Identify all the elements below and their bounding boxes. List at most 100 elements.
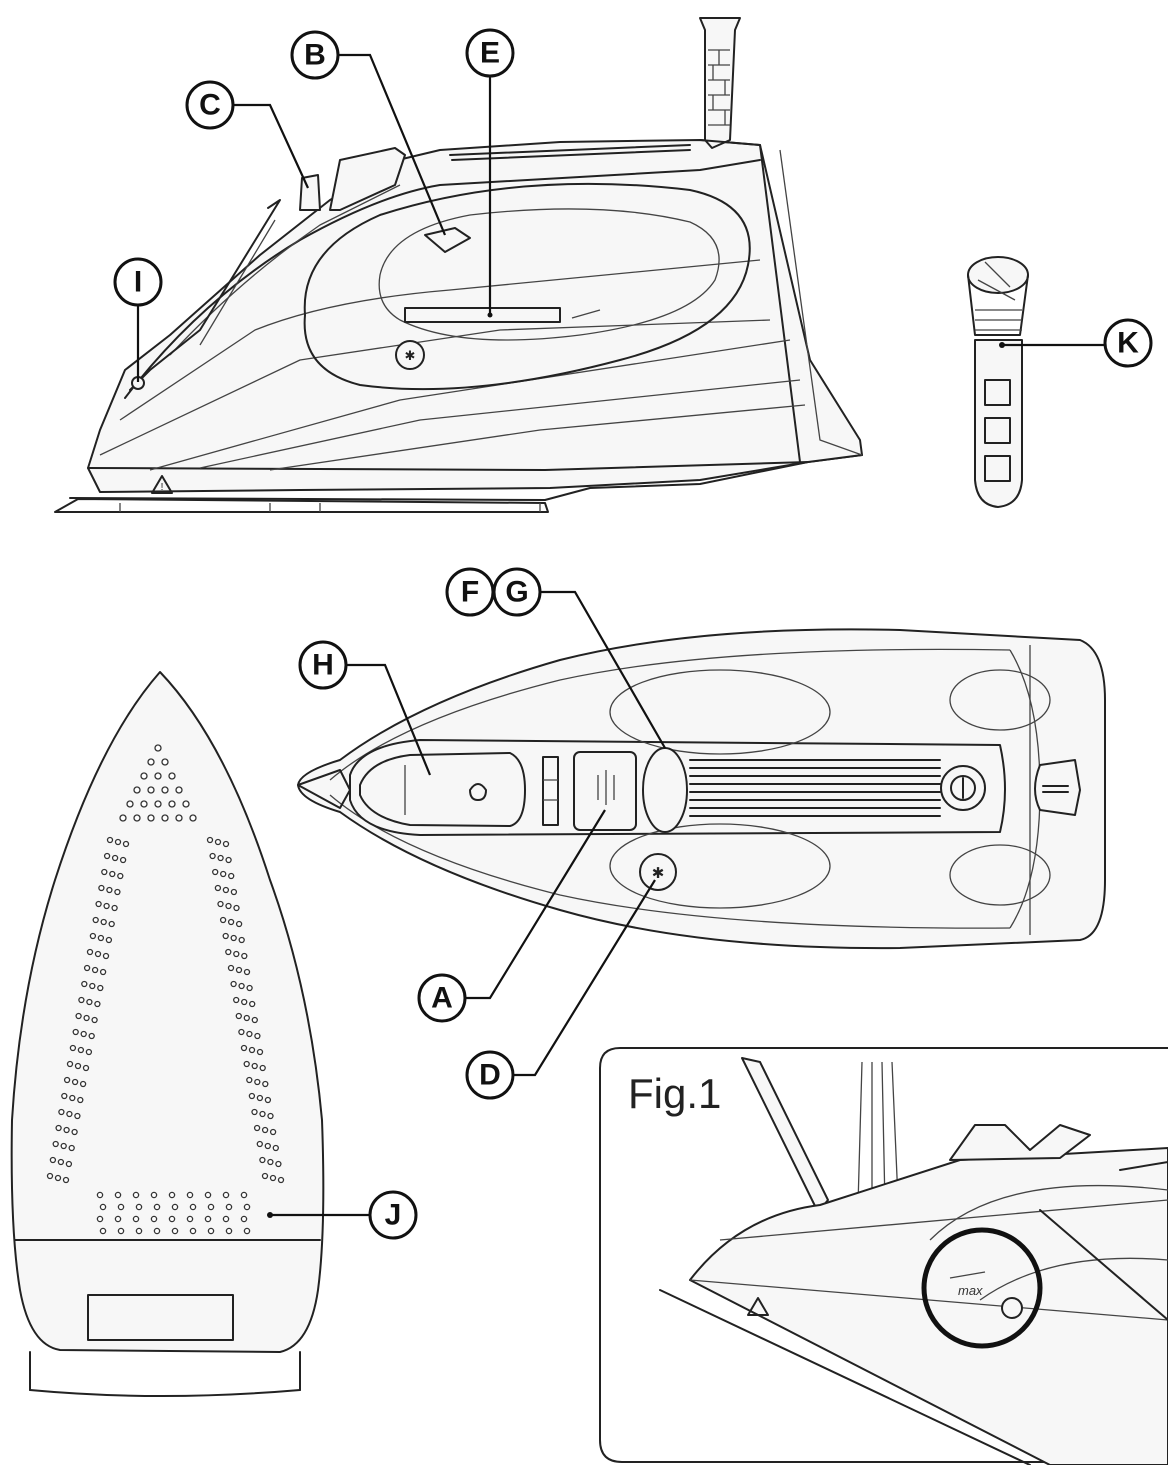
self-clean-button (395, 340, 425, 370)
svg-text:J: J (385, 1199, 402, 1232)
steam-hole (126, 800, 134, 808)
steam-hole (80, 1030, 87, 1038)
steam-hole (206, 836, 214, 844)
steam-hole (154, 744, 162, 752)
steam-hole (243, 1227, 251, 1235)
steam-hole (68, 1144, 75, 1152)
steam-hole (82, 1064, 90, 1072)
steam-hole (75, 1012, 82, 1020)
callout-a: A (417, 973, 467, 1023)
steam-hole (207, 1227, 215, 1235)
svg-text:H: H (312, 649, 334, 682)
steam-hole (227, 964, 235, 972)
steam-hole (95, 900, 102, 908)
steam-hole (61, 1092, 68, 1100)
spray-nozzle (424, 227, 471, 253)
steam-hole (238, 1028, 245, 1036)
steam-hole (182, 800, 190, 808)
steam-hole (259, 1064, 266, 1072)
steam-hole (246, 1030, 253, 1038)
steam-hole (204, 1215, 212, 1223)
steam-hole (100, 918, 107, 926)
steam-hole (277, 1176, 285, 1184)
steam-hole (222, 932, 229, 940)
steam-hole (254, 1032, 261, 1040)
steam-hole (214, 884, 222, 892)
steam-hole (97, 934, 105, 942)
steam-hole (79, 1080, 87, 1088)
callout-i: I (113, 257, 163, 307)
steam-hole (91, 1016, 98, 1024)
steam-hole (249, 1000, 256, 1008)
steam-hole (261, 1126, 269, 1134)
iron-side-view: ✱ ! (54, 17, 863, 513)
steam-hole (225, 948, 232, 956)
callout-c: C (185, 80, 235, 130)
steam-hole (106, 836, 114, 844)
svg-text:I: I (134, 266, 142, 299)
steam-hole (103, 902, 110, 910)
steam-hole (52, 1140, 59, 1148)
steam-hole (189, 1203, 197, 1211)
steam-hole (240, 1044, 248, 1052)
steam-hole (168, 1191, 176, 1199)
steam-hole (46, 1172, 54, 1180)
water-inlet-lid (359, 752, 526, 827)
svg-text:✱: ✱ (652, 865, 665, 882)
callout-g: G (492, 567, 542, 617)
steam-hole (225, 856, 232, 864)
steam-hole (103, 852, 111, 860)
steam-hole (66, 1060, 74, 1068)
steam-hole (89, 932, 97, 940)
steam-hole (161, 786, 169, 794)
steam-hole (49, 1156, 57, 1164)
steam-hole (227, 918, 235, 926)
fig-label: Fig.1 (628, 1070, 721, 1117)
steam-hole (58, 1108, 65, 1116)
steam-hole (133, 786, 141, 794)
steam-hole (225, 1203, 233, 1211)
steam-hole (147, 814, 155, 822)
svg-text:!: ! (161, 482, 164, 493)
cord-guard (699, 17, 741, 149)
steam-hole (186, 1215, 194, 1223)
steam-hole (238, 936, 245, 944)
steam-hole (109, 870, 116, 878)
steam-hole (228, 872, 235, 880)
steam-hole (267, 1158, 274, 1166)
steam-hole (161, 814, 169, 822)
steam-hole (240, 1215, 248, 1223)
steam-hole (105, 936, 113, 944)
steam-hole (153, 1203, 161, 1211)
steam-hole (233, 950, 240, 958)
steam-hole (222, 886, 230, 894)
steam-hole (72, 1028, 79, 1036)
steam-hole (217, 854, 224, 862)
steam-hole (261, 1172, 269, 1180)
steam-icon (597, 770, 615, 805)
steam-hole (81, 980, 88, 988)
steam-hole (175, 814, 183, 822)
steam-hole (108, 920, 115, 928)
svg-text:B: B (304, 39, 326, 72)
steam-holes (46, 744, 285, 1235)
soleplate-view (10, 671, 325, 1397)
steam-hole (233, 996, 240, 1004)
steam-hole (233, 904, 240, 912)
steam-hole (253, 1124, 261, 1132)
svg-text:G: G (505, 576, 528, 609)
steam-hole (96, 1191, 104, 1199)
steam-hole (225, 1227, 233, 1235)
steam-hole (140, 800, 148, 808)
svg-text:E: E (480, 37, 500, 70)
steam-hole (225, 902, 232, 910)
svg-text:K: K (1117, 327, 1139, 360)
callout-j: J (368, 1190, 418, 1240)
callout-leaders (136, 53, 1105, 1218)
steam-hole (99, 1203, 107, 1211)
steam-hole (147, 786, 155, 794)
steam-hole (161, 758, 169, 766)
steam-hole (230, 980, 237, 988)
steam-hole (83, 964, 91, 972)
steam-hole (74, 1112, 81, 1120)
